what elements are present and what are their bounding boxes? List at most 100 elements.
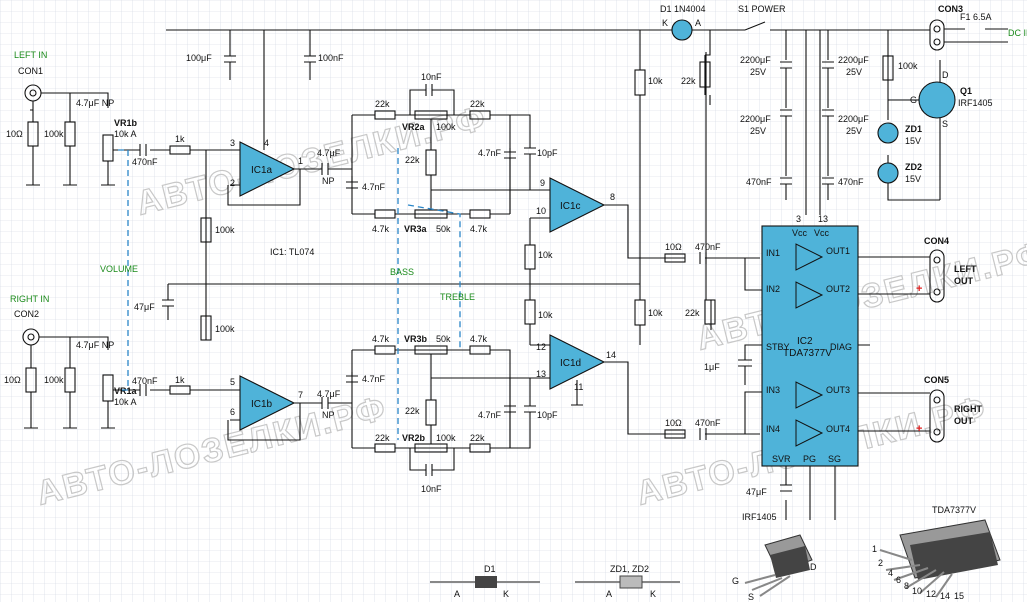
- ic1b-label: IC1b: [251, 399, 273, 410]
- ic2-label: IC2: [797, 336, 813, 347]
- resistor-10k: [634, 69, 646, 96]
- resistor-4k7: [469, 209, 491, 219]
- opamp-ic1a: [239, 141, 296, 197]
- capacitor-4n7: [346, 176, 358, 189]
- pin-label: A: [606, 589, 612, 599]
- con4-pin: [933, 256, 941, 264]
- ic1-decoupling: 100μF 100nF: [166, 29, 640, 80]
- r22k-label: 22k: [375, 99, 390, 109]
- pkg-zd-label: ZD1, ZD2: [610, 564, 649, 574]
- out3-pin: OUT3: [826, 385, 850, 395]
- r22k-label: 22k: [685, 308, 700, 318]
- capacitor: [321, 163, 352, 175]
- con3-label: CON3: [938, 4, 963, 14]
- svr-pin: SVR: [772, 454, 791, 464]
- pin-label: S: [942, 119, 948, 129]
- r22k-label: 22k: [405, 406, 420, 416]
- resistor-22k: [469, 110, 491, 120]
- r10k-label: 10k: [538, 310, 553, 320]
- dc-in-label: DC IN: [1008, 28, 1027, 38]
- wire: [30, 92, 109, 122]
- opamp-ic1c: [549, 177, 606, 233]
- con5-pin: [933, 396, 941, 404]
- capacitor-10n: [425, 464, 433, 476]
- c470n-label: 470nF: [746, 177, 772, 187]
- left-input-section: LEFT IN CON1 10Ω 100k 4.7μF NP VR1b 10k …: [6, 50, 230, 186]
- vr3a-label: VR3a: [404, 224, 428, 234]
- c47n-label: 4.7nF: [362, 182, 386, 192]
- np-label: NP: [322, 176, 335, 186]
- r100k-label: 100k: [215, 225, 235, 235]
- ic1d-stage: IC1d 12 13 14 11: [530, 334, 665, 435]
- con1-label: CON1: [18, 66, 43, 76]
- c47n-label: 4.7nF: [362, 374, 386, 384]
- amp-channel-3: [795, 381, 824, 409]
- to220-body: [770, 546, 810, 578]
- out4-pin: OUT4: [826, 424, 850, 434]
- ic1a-stage: IC1a 3 2 4 1 4.7μF NP: [166, 29, 352, 340]
- capacitor: [780, 61, 792, 200]
- tone-control-right: 4.7k 4.7k VR3b 50k 22k 22k VR2b 100k 10n…: [346, 334, 558, 494]
- bias-network: 100k 100k 47μF IC1: TL074: [134, 217, 640, 341]
- pin-label: 1: [872, 544, 877, 554]
- pin-label: 12: [536, 342, 546, 352]
- pin-label: 3: [230, 138, 235, 148]
- vr1a-value: 10k A: [114, 397, 137, 407]
- resistor-4k7: [374, 209, 396, 219]
- amp-channel-4: [795, 419, 824, 447]
- pin-label: 6: [896, 575, 901, 585]
- resistor-22k-center: [425, 399, 437, 426]
- pin-label: 13: [818, 214, 828, 224]
- resistor-10ohm: [664, 429, 686, 439]
- vr3b-label: VR3b: [404, 334, 428, 344]
- wire: [887, 30, 941, 201]
- vr3a-value: 50k: [436, 224, 451, 234]
- capacitor-470n: [699, 428, 707, 440]
- tone-control-left: 22k 22k VR2a 100k 10nF 4.7k 4.7k VR3a 50…: [346, 72, 558, 234]
- pin-label: K: [650, 589, 656, 599]
- ic1c-label: IC1c: [560, 201, 581, 212]
- in1-pin: IN1: [766, 248, 780, 258]
- pin-label: 3: [796, 214, 801, 224]
- capacitor: [504, 378, 536, 449]
- r10k-label: 10k: [648, 308, 663, 318]
- c470n-label: 470nF: [132, 157, 158, 167]
- vr2b-label: VR2b: [402, 433, 426, 443]
- vr2b-value: 100k: [436, 433, 456, 443]
- pin-label: 14: [606, 350, 616, 360]
- s1-label: S1 POWER: [738, 4, 786, 14]
- c47u-np-label: 4.7μF NP: [76, 98, 114, 108]
- con3-terminal: [929, 19, 945, 51]
- vr3b-value: 50k: [436, 334, 451, 344]
- c47n-label: 4.7nF: [478, 410, 502, 420]
- con1-jack-pin: [29, 89, 37, 97]
- amp-channel-2: [795, 281, 824, 309]
- r1k-label: 1k: [175, 375, 185, 385]
- pin-label: 2: [878, 558, 883, 568]
- ic1d-label: IC1d: [560, 358, 581, 369]
- stby-pin: STBY: [766, 342, 790, 352]
- r100k-label: 100k: [898, 61, 918, 71]
- diag-pin: DIAG: [830, 342, 852, 352]
- vr1a-label: VR1a: [114, 386, 138, 396]
- zener-zd2: [877, 162, 899, 184]
- vr1b-value: 10k A: [114, 129, 137, 139]
- resistor-1k-left: [169, 145, 191, 155]
- vr1b-label: VR1b: [114, 118, 138, 128]
- c47n-label: 4.7nF: [478, 148, 502, 158]
- capacitor: [822, 61, 834, 200]
- resistor-10k: [634, 299, 646, 326]
- capacitor: [139, 384, 147, 396]
- amp-channel-1: [795, 243, 824, 271]
- r22k-label: 22k: [470, 99, 485, 109]
- pin-label: D: [942, 70, 949, 80]
- resistor-22k-center: [425, 149, 437, 176]
- r1k-label: 1k: [175, 134, 185, 144]
- f1-label: F1 6.5A: [960, 12, 992, 22]
- multiwatt-body: [910, 532, 998, 580]
- c25v-label: 25V: [846, 67, 862, 77]
- sg-pin: SG: [828, 454, 841, 464]
- pin-label: 12: [926, 589, 936, 599]
- wire: [639, 21, 766, 345]
- pin-label: 7: [298, 390, 303, 400]
